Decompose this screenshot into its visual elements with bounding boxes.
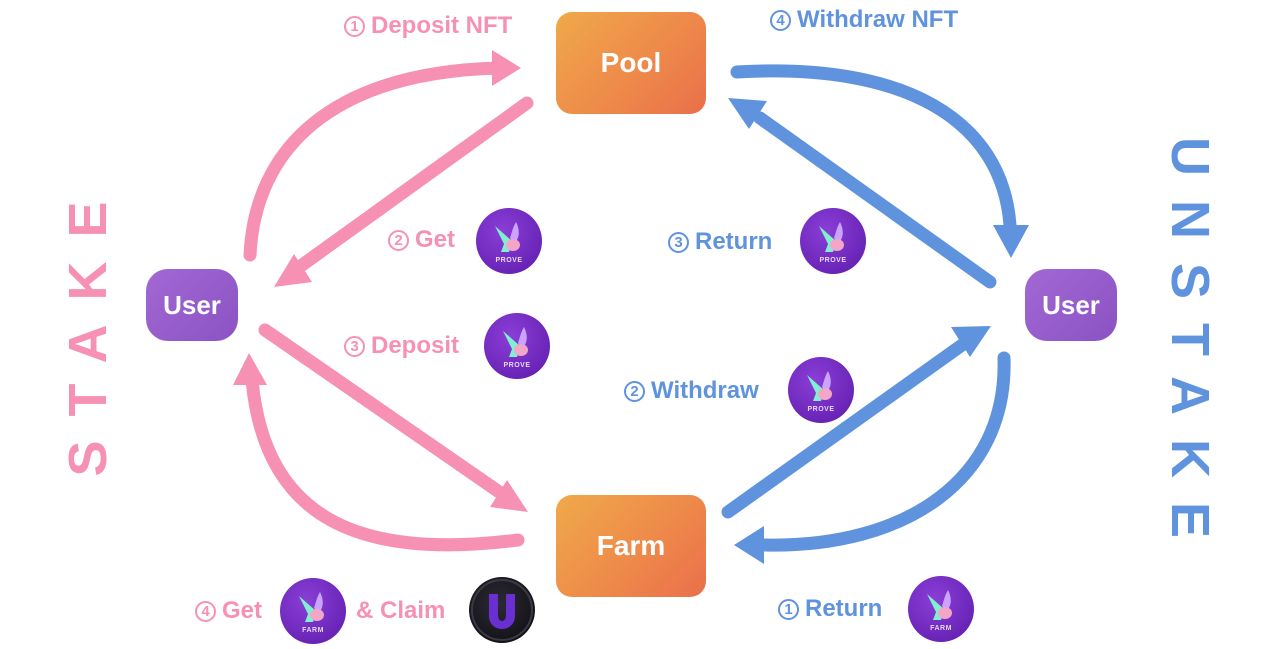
arrowhead-pool (492, 50, 521, 86)
arrowhead-pool-right (728, 98, 767, 129)
arrowhead-user-right-top (993, 225, 1029, 258)
rabbit-token-icon (495, 222, 520, 252)
arrowhead-farm-right (734, 526, 764, 564)
step-text: Return (805, 595, 883, 622)
stake-step-4-claim: & Claim (356, 597, 446, 624)
token-label: PROVE (819, 257, 847, 264)
unstake-step-2: 2 Withdraw (624, 377, 759, 405)
step-text: Deposit (371, 332, 460, 359)
stake-side-label: STAKE (58, 177, 118, 477)
step-number: 1 (344, 15, 365, 37)
step-text: Get (415, 226, 456, 253)
step-number: 2 (624, 380, 645, 402)
arrow-user-right-to-pool (753, 111, 997, 289)
step-number: 4 (195, 600, 216, 622)
stake-step-3: 3 Deposit (344, 332, 459, 360)
arrowhead-user-right-bottom (951, 326, 991, 357)
token-label: PROVE (503, 362, 531, 369)
step-text: Withdraw (651, 377, 759, 404)
user-right-node: User (1025, 269, 1117, 341)
stake-step-1: 1 Deposit NFT (344, 12, 512, 40)
farm-token-return: FARM (908, 576, 974, 642)
token-label: PROVE (495, 257, 523, 264)
token-label: PROVE (807, 406, 835, 413)
rabbit-token-icon (299, 592, 324, 622)
arrow-farm-to-user (245, 373, 525, 552)
unstake-step-4: 4 Withdraw NFT (770, 6, 958, 34)
step-text: Withdraw NFT (797, 6, 959, 33)
arrow-user-to-farm (258, 323, 512, 503)
step-number: 1 (778, 598, 799, 620)
unstake-side-label: UNSTAKE (1160, 137, 1220, 563)
arrow-pool-to-user (291, 96, 534, 275)
step-text: Get (222, 597, 263, 624)
step-text: Deposit NFT (371, 12, 513, 39)
prove-token-return: PROVE (800, 208, 866, 274)
step-number: 2 (388, 229, 409, 251)
arrowhead-user-left-top (274, 254, 312, 287)
arrowhead-farm-left (490, 480, 528, 512)
token-label: FARM (930, 625, 952, 632)
stake-step-4: 4 Get (195, 597, 262, 625)
prove-token-withdraw: PROVE (788, 357, 854, 423)
farm-token-get: FARM (280, 578, 346, 644)
unstake-step-1: 1 Return (778, 595, 882, 623)
u-coin-icon (471, 579, 533, 641)
arrowhead-user-left-bottom (233, 353, 267, 385)
arrow-user-right-to-farm (758, 351, 1011, 552)
step-text: Return (695, 228, 773, 255)
step-number: 3 (668, 231, 689, 253)
user-left-node: User (146, 269, 238, 341)
arrow-pool-to-user-right (730, 64, 1017, 232)
prove-token-deposit: PROVE (484, 313, 550, 379)
arrow-farm-to-user-right (721, 338, 969, 519)
prove-token-get: PROVE (476, 208, 542, 274)
token-label: FARM (302, 627, 324, 634)
rabbit-token-icon (807, 371, 832, 401)
rabbit-token-icon (927, 590, 952, 620)
u-coin (469, 577, 535, 643)
arrow-user-to-pool (243, 61, 507, 262)
farm-node: Farm (556, 495, 706, 597)
step-number: 4 (770, 9, 791, 31)
stake-step-2: 2 Get (388, 226, 455, 254)
step-number: 3 (344, 335, 365, 357)
unstake-step-3: 3 Return (668, 228, 772, 256)
rabbit-token-icon (503, 327, 528, 357)
rabbit-token-icon (819, 222, 844, 252)
pool-node: Pool (556, 12, 706, 114)
